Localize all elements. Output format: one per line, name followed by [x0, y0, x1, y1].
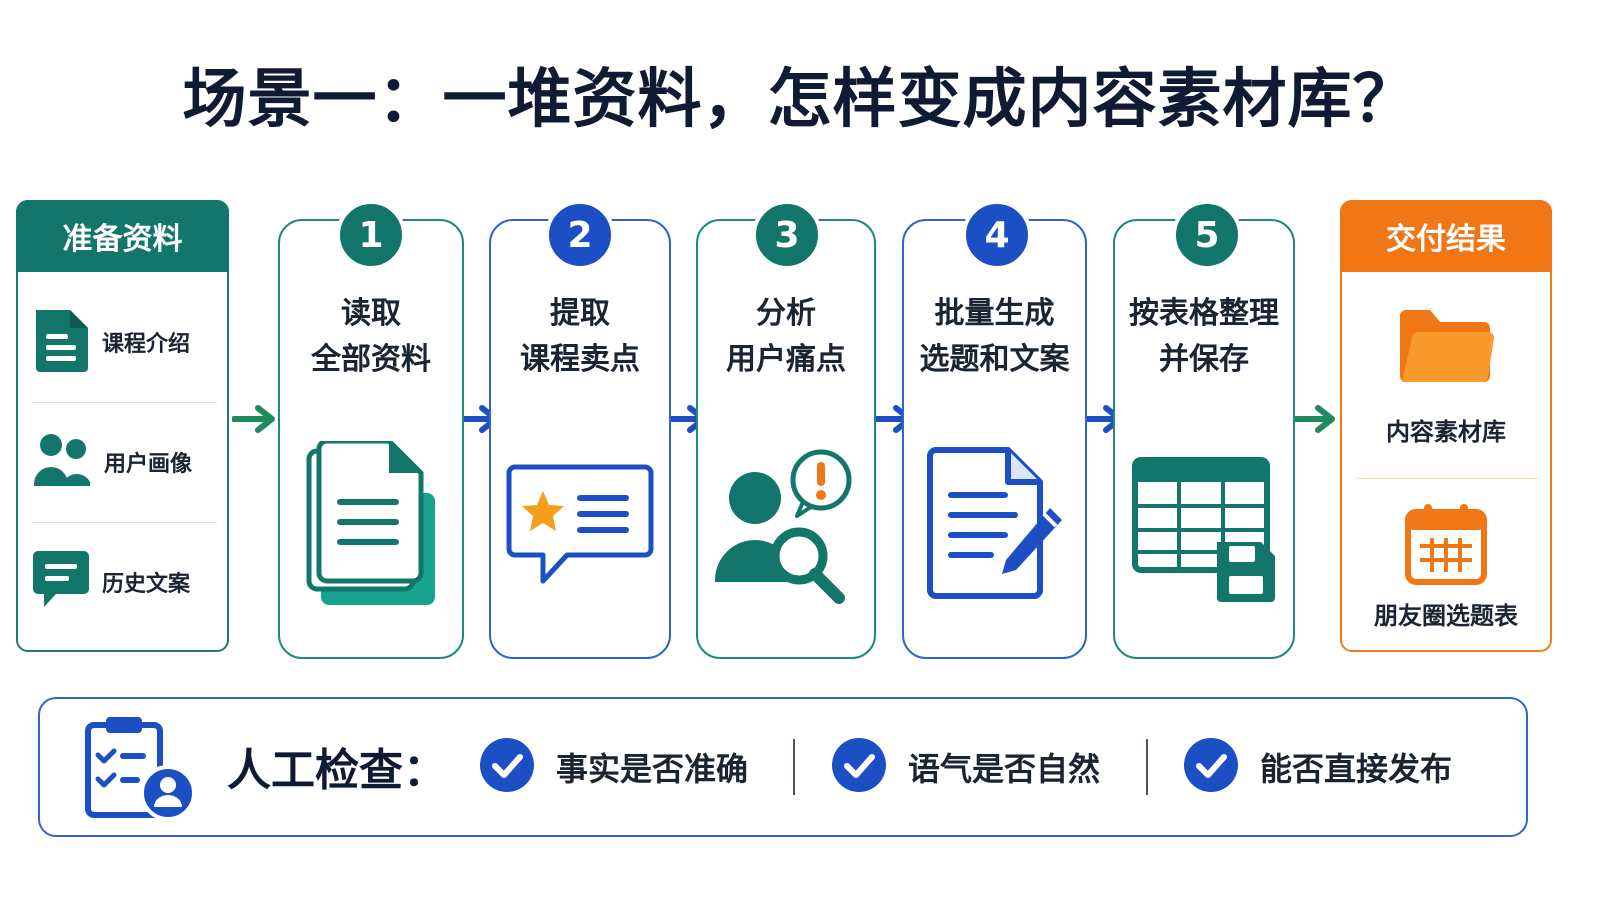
- step-label-line2: 选题和文案: [919, 342, 1070, 377]
- check-item-label: 事实是否准确: [556, 750, 749, 788]
- step-card-2: 提取 课程卖点: [489, 219, 671, 659]
- checkmark-icon: [1184, 738, 1238, 796]
- arrow-right-icon: [1292, 405, 1335, 433]
- check-item: 能否直接发布: [1184, 735, 1452, 799]
- step-card-3: 分析 用户痛点: [696, 219, 876, 659]
- prepare-item-history-copy: 历史文案: [32, 524, 217, 640]
- check-item-label: 语气是否自然: [908, 750, 1101, 788]
- check-item: 事实是否准确: [480, 735, 748, 799]
- check-item: 语气是否自然: [832, 735, 1100, 799]
- step-label-line1: 按表格整理: [1129, 296, 1279, 331]
- step-label: 提取 课程卖点: [491, 291, 669, 383]
- step-card-4: 批量生成 选题和文案: [902, 219, 1087, 659]
- check-title: 人工检查：: [227, 745, 447, 796]
- arrow-right-icon: [232, 405, 275, 433]
- prepare-item-user-persona: 用户画像: [32, 404, 217, 520]
- stacked-documents-icon: [280, 431, 462, 621]
- clipboard-user-icon: [82, 715, 196, 825]
- checkmark-icon: [832, 738, 886, 796]
- step-label-line1: 批量生成: [934, 296, 1055, 331]
- checkmark-icon: [480, 738, 534, 796]
- step-label-line2: 并保存: [1159, 342, 1249, 377]
- manual-check-bar: 人工检查： 事实是否准确 语气是否自然 能否直接发布: [38, 697, 1528, 837]
- step-label: 按表格整理 并保存: [1115, 291, 1293, 383]
- divider: [1146, 739, 1148, 795]
- step-label-line1: 读取: [341, 296, 401, 331]
- prepare-item-course-intro: 课程介绍: [32, 284, 217, 400]
- calendar-icon: [1342, 502, 1550, 586]
- page-title: 场景一：一堆资料，怎样变成内容素材库？: [182, 63, 1418, 137]
- user-search-alert-icon: [698, 431, 874, 621]
- deliver-header: 交付结果: [1340, 200, 1552, 272]
- prepare-header: 准备资料: [16, 200, 229, 272]
- chat-bubble-icon: [32, 549, 90, 615]
- step-number-badge: 1: [336, 200, 406, 270]
- deliver-item-label: 朋友圈选题表: [1374, 602, 1518, 630]
- step-label-line1: 分析: [756, 296, 816, 331]
- step-number-badge: 3: [752, 200, 822, 270]
- document-pencil-icon: [904, 431, 1085, 621]
- step-card-1: 读取 全部资料: [278, 219, 464, 659]
- step-card-5: 按表格整理 并保存: [1113, 219, 1295, 659]
- users-icon: [32, 432, 92, 492]
- divider: [32, 522, 217, 523]
- step-label: 批量生成 选题和文案: [904, 291, 1085, 383]
- step-label: 读取 全部资料: [280, 291, 462, 383]
- prepare-panel: 准备资料 课程介绍 用户画像: [16, 200, 229, 652]
- folder-icon: [1342, 306, 1550, 386]
- step-number-badge: 4: [962, 200, 1032, 270]
- step-label-line2: 全部资料: [311, 342, 431, 377]
- deliver-item-label: 内容素材库: [1386, 418, 1506, 446]
- star-speech-bubble-icon: [491, 431, 669, 621]
- step-label: 分析 用户痛点: [698, 291, 874, 383]
- deliver-panel: 交付结果 内容素材库 朋友圈选题表: [1340, 200, 1552, 652]
- step-label-line2: 课程卖点: [520, 342, 640, 377]
- document-icon: [32, 308, 90, 376]
- step-number-badge: 2: [545, 200, 615, 270]
- prepare-item-label: 历史文案: [102, 572, 191, 597]
- step-label-line1: 提取: [550, 296, 610, 331]
- prepare-item-label: 用户画像: [104, 452, 193, 477]
- table-save-icon: [1115, 431, 1293, 621]
- step-label-line2: 用户痛点: [726, 342, 846, 377]
- divider: [793, 739, 795, 795]
- step-number-badge: 5: [1172, 200, 1242, 270]
- divider: [1356, 478, 1538, 479]
- prepare-item-label: 课程介绍: [102, 332, 191, 357]
- check-item-label: 能否直接发布: [1260, 750, 1453, 788]
- divider: [32, 402, 217, 403]
